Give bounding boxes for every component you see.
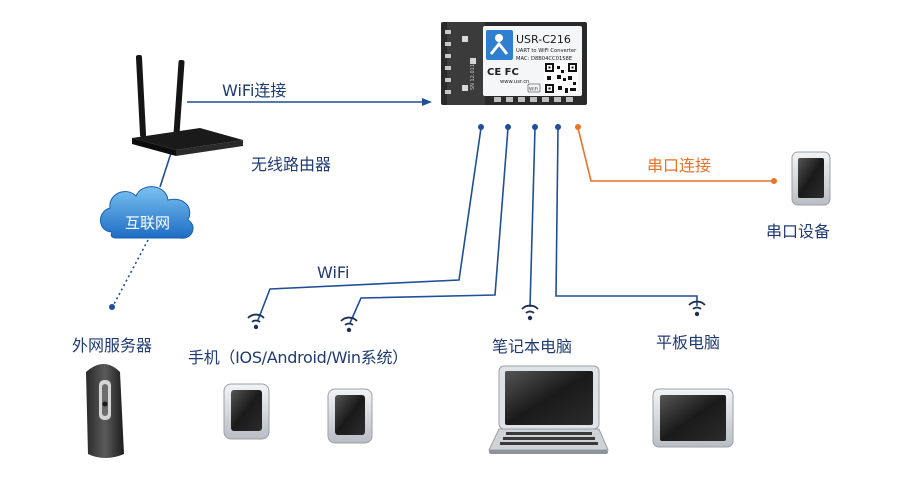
dot-phone-2 (505, 124, 511, 130)
server-icon (86, 364, 124, 458)
serial-device-icon (791, 151, 831, 206)
phone-device-icon (223, 383, 270, 440)
phone-device-icon (327, 388, 373, 444)
wifi-signal-icon (521, 304, 539, 321)
module-ce-mark: CE FC (487, 67, 519, 78)
wifi-link-label: WiFi连接 (222, 81, 287, 100)
wifi-signal-icon (340, 316, 358, 333)
link-dots (109, 124, 777, 310)
internet-cloud-icon (100, 186, 194, 239)
internet-label: 互联网 (125, 214, 171, 232)
router-icon (132, 55, 243, 156)
dot-laptop (532, 124, 538, 130)
phone-label: 手机（IOS/Android/Win系统） (188, 348, 408, 367)
serial-link-line (577, 127, 772, 182)
dot-phone-1 (478, 124, 484, 130)
router-label: 无线路由器 (251, 155, 332, 174)
dot-serial-module (575, 124, 581, 130)
module-label-text: USR-C216 UART to WiFi Converter MAC: D8B… (470, 33, 577, 93)
link-laptop (529, 127, 536, 308)
wifi-link-arrow (422, 98, 432, 106)
module-wifi-logo: WiFi (529, 87, 538, 93)
tablet-icon (652, 388, 734, 448)
cloud-server-line (112, 239, 149, 307)
router-cloud-line (159, 149, 173, 188)
tablet-label: 平板电脑 (656, 333, 721, 352)
serial-link-label: 串口连接 (647, 156, 712, 175)
serial-link (577, 127, 772, 182)
module-url: www.usr.cn (500, 79, 529, 85)
wifi-signal-icon (247, 313, 265, 330)
laptop-label: 笔记本电脑 (492, 337, 573, 356)
dot-tablet (555, 124, 561, 130)
dot-serial-device (771, 178, 777, 184)
server-label: 外网服务器 (72, 336, 153, 355)
dot-server (109, 304, 115, 310)
link-phone-2 (349, 127, 509, 324)
module-subtitle: UART to WiFi Converter (516, 48, 577, 54)
wifi-label: WiFi (317, 263, 350, 282)
wifi-module-chip (441, 22, 587, 105)
module-model: USR-C216 (516, 33, 571, 46)
link-phone-1 (257, 127, 482, 321)
module-side-text: SN 12.01101 (470, 58, 476, 90)
wifi-signal-icon (688, 300, 706, 317)
serial-device-label: 串口设备 (766, 222, 831, 241)
module-mac: MAC: D8B04CC0158E (516, 56, 572, 62)
laptop-icon (488, 365, 609, 454)
connection-lines (112, 98, 698, 324)
